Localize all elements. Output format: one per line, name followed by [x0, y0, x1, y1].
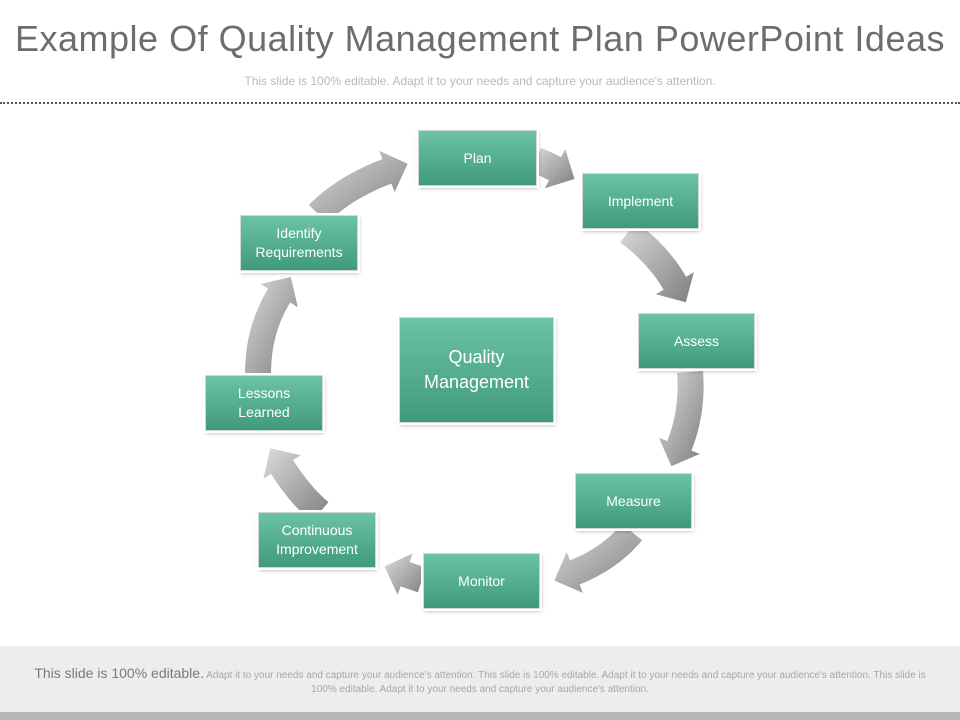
footer-body: Adapt it to your needs and capture your … [206, 670, 926, 695]
arrow-implement-to-assess [620, 221, 694, 303]
node-lessons-learned[interactable]: Lessons Learned [205, 375, 323, 431]
slide-title: Example Of Quality Management Plan Power… [15, 18, 945, 59]
center-node-quality-management[interactable]: Quality Management [399, 317, 554, 423]
footer-text: This slide is 100% editable. Adapt it to… [30, 666, 930, 697]
node-plan[interactable]: Plan [418, 130, 537, 186]
arrow-monitor-to-continuous-improvement [384, 553, 427, 595]
node-measure[interactable]: Measure [575, 473, 692, 529]
arrow-plan-to-implement [531, 147, 575, 189]
footer-lead: This slide is 100% editable. [34, 665, 204, 681]
node-implement[interactable]: Implement [582, 173, 699, 229]
arrow-continuous-to-lessons [263, 448, 329, 522]
node-continuous-improvement[interactable]: Continuous Improvement [258, 512, 376, 568]
node-assess[interactable]: Assess [638, 313, 755, 369]
slide-subtitle: This slide is 100% editable. Adapt it to… [244, 74, 716, 88]
arrow-identify-to-plan [308, 150, 408, 224]
node-identify-requirements[interactable]: Identify Requirements [240, 215, 358, 271]
bottom-bar [0, 712, 960, 720]
footer-band: This slide is 100% editable. Adapt it to… [0, 646, 960, 712]
arrow-measure-to-monitor [554, 523, 642, 593]
arrow-assess-to-measure [658, 371, 704, 467]
node-monitor[interactable]: Monitor [423, 553, 540, 609]
arrow-lessons-to-identify [245, 277, 298, 374]
title-divider [0, 102, 960, 104]
